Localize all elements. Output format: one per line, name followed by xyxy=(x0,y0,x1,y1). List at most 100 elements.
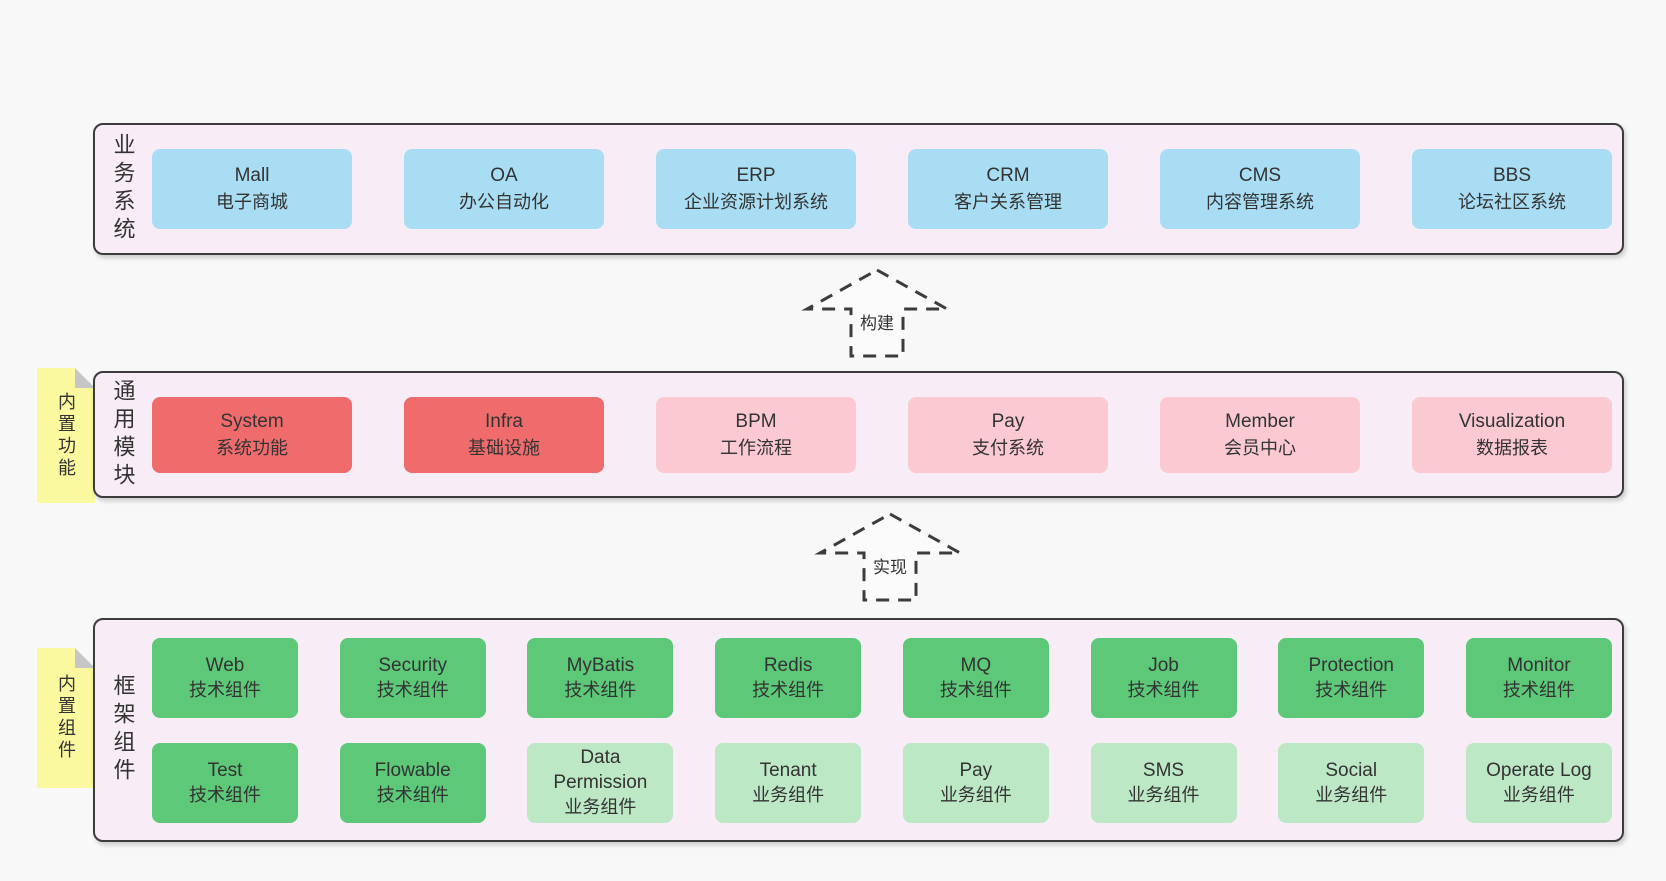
box-member: Member 会员中心 xyxy=(1160,396,1360,473)
box-title: BBS xyxy=(1492,165,1532,186)
box-title: Operate Log xyxy=(1486,759,1592,781)
sticky-note-label: 内置功能 xyxy=(56,391,76,480)
sticky-note-built-in-features: 内置功能 xyxy=(37,368,95,503)
box-subtitle: 工作流程 xyxy=(720,437,792,458)
box-title: Social xyxy=(1325,759,1378,781)
box-title: CRM xyxy=(986,165,1030,186)
box-title: Visualization xyxy=(1458,410,1566,432)
box-subtitle: 论坛社区系统 xyxy=(1458,192,1566,212)
box-title: MyBatis xyxy=(566,654,635,676)
box-bpm: BPM 工作流程 xyxy=(656,396,856,473)
arrow-build: 构建 xyxy=(797,267,957,359)
box-title: Data Permission xyxy=(553,747,648,793)
box-title: Web xyxy=(205,654,245,676)
box-cms: CMS 内容管理系统 xyxy=(1160,149,1360,229)
box-subtitle: 业务组件 xyxy=(1315,784,1388,805)
box-subtitle: 基础设施 xyxy=(468,437,540,458)
box-system: System 系统功能 xyxy=(152,396,352,473)
box-sms: SMS 业务组件 xyxy=(1090,742,1237,823)
box-monitor: Monitor 技术组件 xyxy=(1465,637,1612,718)
arrow-build-label: 构建 xyxy=(858,309,896,334)
panel-common-modules: 通用模块 System 系统功能 Infra 基础设施 BPM 工作流程 Pay… xyxy=(93,371,1624,498)
box-subtitle: 技术组件 xyxy=(189,784,261,805)
panel-label-text: 业务系统 xyxy=(110,133,136,245)
box-subtitle: 技术组件 xyxy=(1502,679,1575,700)
business-boxes-row: Mall 电子商城 OA 办公自动化 ERP 企业资源计划系统 CRM 客户关系… xyxy=(150,125,1622,253)
box-subtitle: 技术组件 xyxy=(1127,679,1200,700)
box-subtitle: 业务组件 xyxy=(939,784,1012,805)
box-subtitle: 电子商城 xyxy=(216,192,288,212)
box-subtitle: 业务组件 xyxy=(564,797,637,817)
box-subtitle: 企业资源计划系统 xyxy=(684,192,828,212)
box-pay-component: Pay 业务组件 xyxy=(902,742,1049,823)
panel-common-label: 通用模块 xyxy=(95,373,150,496)
box-title: Tenant xyxy=(759,759,817,781)
box-subtitle: 内容管理系统 xyxy=(1206,192,1314,212)
box-title: Infra xyxy=(484,410,524,432)
box-subtitle: 数据报表 xyxy=(1476,437,1548,458)
arrow-implement-label: 实现 xyxy=(871,553,909,578)
box-flowable: Flowable 技术组件 xyxy=(339,742,486,823)
box-title: Flowable xyxy=(374,759,451,781)
panel-label-text: 框架组件 xyxy=(110,674,136,786)
box-test: Test 技术组件 xyxy=(152,742,298,823)
box-web: Web 技术组件 xyxy=(152,637,298,718)
box-visualization: Visualization 数据报表 xyxy=(1412,396,1612,473)
framework-row-1: Web 技术组件 Security 技术组件 MyBatis 技术组件 Redi… xyxy=(152,637,1612,718)
box-subtitle: 客户关系管理 xyxy=(954,192,1062,212)
box-subtitle: 技术组件 xyxy=(564,679,637,700)
sticky-note-built-in-components: 内置组件 xyxy=(37,648,95,788)
panel-business-label: 业务系统 xyxy=(95,125,150,253)
box-title: Security xyxy=(378,654,448,676)
box-pay: Pay 支付系统 xyxy=(908,396,1108,473)
box-mall: Mall 电子商城 xyxy=(152,149,352,229)
box-oa: OA 办公自动化 xyxy=(404,149,604,229)
box-title: CMS xyxy=(1238,165,1282,186)
box-mybatis: MyBatis 技术组件 xyxy=(527,637,674,718)
box-title: OA xyxy=(490,165,518,186)
box-subtitle: 业务组件 xyxy=(1127,784,1200,805)
box-title: Redis xyxy=(763,654,813,676)
box-data-permission: Data Permission 业务组件 xyxy=(527,742,674,823)
box-protection: Protection 技术组件 xyxy=(1278,637,1425,718)
box-operate-log: Operate Log 业务组件 xyxy=(1465,742,1612,823)
box-erp: ERP 企业资源计划系统 xyxy=(656,149,856,229)
box-title: Monitor xyxy=(1507,654,1571,676)
box-title: SMS xyxy=(1142,759,1185,781)
box-subtitle: 技术组件 xyxy=(752,679,825,700)
box-title: Pay xyxy=(991,410,1025,432)
box-subtitle: 业务组件 xyxy=(752,784,825,805)
box-subtitle: 支付系统 xyxy=(972,437,1044,458)
box-title: MQ xyxy=(960,654,992,676)
box-title: Job xyxy=(1148,654,1179,676)
box-subtitle: 系统功能 xyxy=(216,437,288,458)
box-bbs: BBS 论坛社区系统 xyxy=(1412,149,1612,229)
framework-rows: Web 技术组件 Security 技术组件 MyBatis 技术组件 Redi… xyxy=(150,620,1622,840)
box-subtitle: 办公自动化 xyxy=(459,192,549,212)
box-subtitle: 技术组件 xyxy=(1315,679,1388,700)
box-title: Pay xyxy=(959,759,993,781)
box-subtitle: 技术组件 xyxy=(939,679,1012,700)
box-infra: Infra 基础设施 xyxy=(404,396,604,473)
box-subtitle: 技术组件 xyxy=(189,679,261,700)
box-subtitle: 会员中心 xyxy=(1224,437,1296,458)
panel-framework-components: 框架组件 Web 技术组件 Security 技术组件 MyBatis 技术组件… xyxy=(93,618,1624,842)
panel-framework-label: 框架组件 xyxy=(95,620,150,840)
panel-label-text: 通用模块 xyxy=(110,378,136,491)
box-title: ERP xyxy=(736,165,776,186)
box-subtitle: 业务组件 xyxy=(1502,784,1575,805)
framework-row-2: Test 技术组件 Flowable 技术组件 Data Permission … xyxy=(152,742,1612,823)
box-mq: MQ 技术组件 xyxy=(902,637,1049,718)
box-title: Protection xyxy=(1308,654,1394,676)
box-title: Test xyxy=(207,759,243,781)
box-title: BPM xyxy=(735,410,777,432)
box-redis: Redis 技术组件 xyxy=(715,637,862,718)
sticky-note-label: 内置组件 xyxy=(56,674,76,762)
box-security: Security 技术组件 xyxy=(339,637,486,718)
box-job: Job 技术组件 xyxy=(1090,637,1237,718)
box-title: System xyxy=(220,410,284,432)
panel-business-systems: 业务系统 Mall 电子商城 OA 办公自动化 ERP 企业资源计划系统 CRM… xyxy=(93,123,1624,255)
common-boxes-row: System 系统功能 Infra 基础设施 BPM 工作流程 Pay 支付系统… xyxy=(150,373,1622,496)
box-subtitle: 技术组件 xyxy=(376,784,449,805)
